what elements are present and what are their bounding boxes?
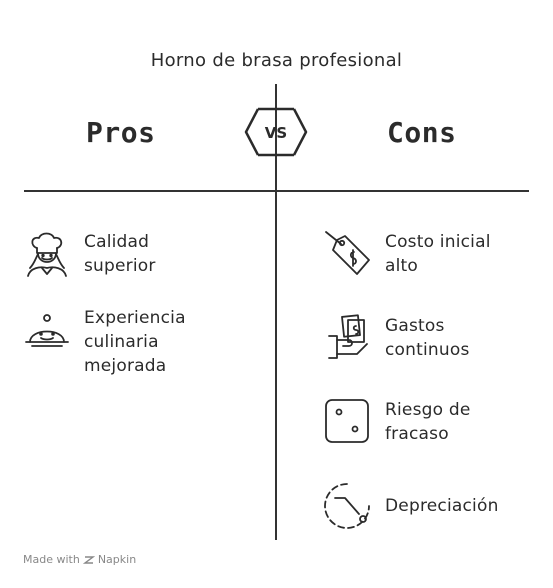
cons-item-initial-cost: Costo inicial alto xyxy=(323,230,491,282)
napkin-logo-icon xyxy=(82,555,95,564)
cons-heading: Cons xyxy=(387,116,457,149)
cons-item-label: Gastos continuos xyxy=(385,316,470,360)
footer-prefix: Made with xyxy=(23,553,80,566)
pros-heading: Pros xyxy=(86,116,156,149)
declining-dial-icon xyxy=(324,483,370,529)
pros-item-label: Experiencia culinaria mejorada xyxy=(84,308,186,376)
hand-money-icon xyxy=(328,314,368,359)
pros-item-experience: Experiencia culinaria mejorada xyxy=(22,306,186,378)
price-tag-icon xyxy=(325,231,370,275)
dice-icon xyxy=(325,399,369,443)
footer-credit: Made with Napkin xyxy=(23,553,136,566)
diagram-title: Horno de brasa profesional xyxy=(150,50,403,71)
vs-badge: VS xyxy=(244,107,308,157)
vs-label: VS xyxy=(265,124,287,142)
cons-item-depreciation: Depreciación xyxy=(323,482,499,534)
pros-item-label: Calidad superior xyxy=(84,232,156,276)
cons-item-label: Costo inicial alto xyxy=(385,232,491,276)
cons-item-label: Depreciación xyxy=(385,496,499,516)
cons-item-failure-risk: Riesgo de fracaso xyxy=(323,398,471,450)
cons-item-ongoing-expenses: Gastos continuos xyxy=(323,314,470,366)
chef-icon xyxy=(27,232,67,277)
cons-item-label: Riesgo de fracaso xyxy=(385,400,471,444)
pros-item-quality: Calidad superior xyxy=(22,230,156,282)
footer-brand: Napkin xyxy=(97,553,137,566)
serving-dish-icon xyxy=(25,314,69,347)
